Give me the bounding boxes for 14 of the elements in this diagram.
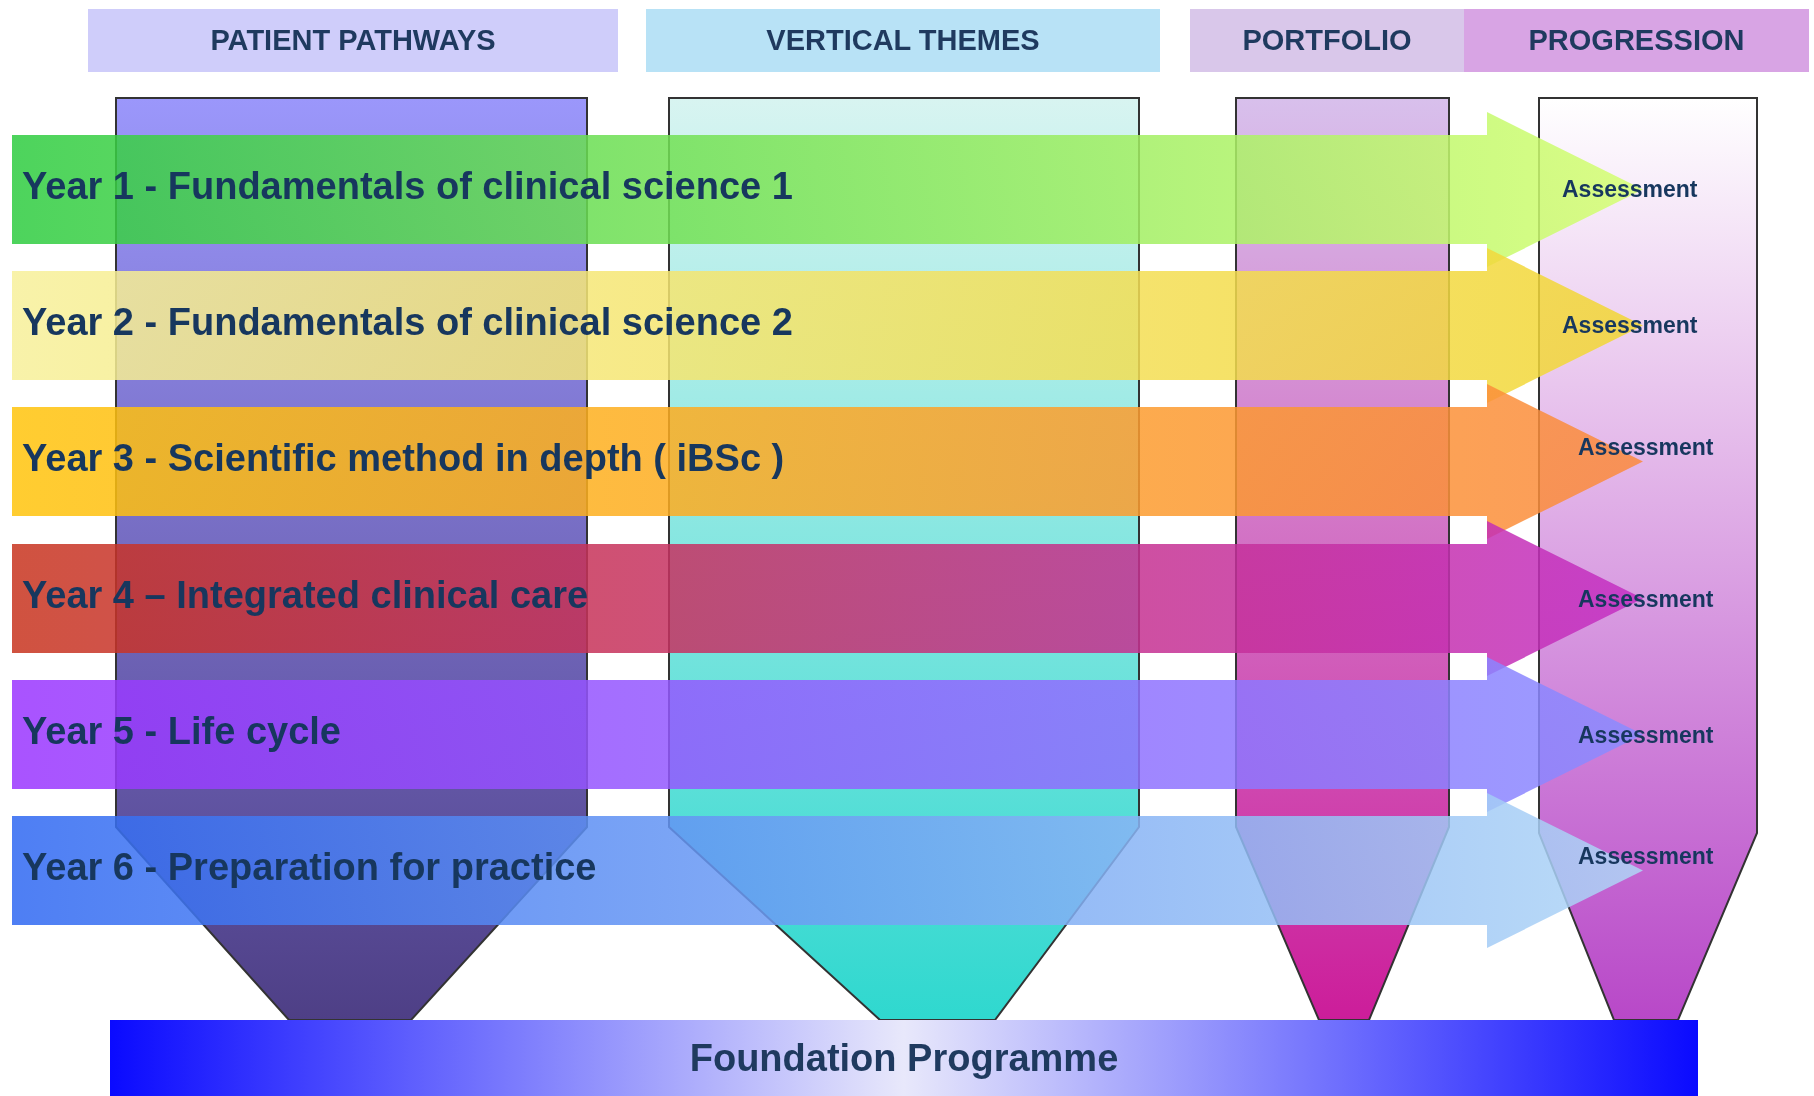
- assessment-label: Assessment: [1578, 586, 1714, 613]
- year-label: Year 4 – Integrated clinical care: [22, 574, 589, 617]
- year-label: Year 5 - Life cycle: [22, 710, 341, 753]
- assessment-label: Assessment: [1578, 722, 1714, 749]
- year-label: Year 2 - Fundamentals of clinical science 2: [22, 301, 793, 344]
- year-label: Year 3 - Scientific method in depth ( iBSc ): [22, 437, 785, 480]
- column-header: PORTFOLIO: [1190, 9, 1464, 72]
- column-header: PATIENT PATHWAYS: [88, 9, 618, 72]
- foundation-bar: Foundation Programme: [110, 1020, 1698, 1096]
- year-label: Year 6 - Preparation for practice: [22, 846, 597, 889]
- year-label: Year 1 - Fundamentals of clinical science 1: [22, 165, 793, 208]
- column-header: VERTICAL THEMES: [646, 9, 1160, 72]
- assessment-label: Assessment: [1578, 843, 1714, 870]
- column-header: PROGRESSION: [1464, 9, 1809, 72]
